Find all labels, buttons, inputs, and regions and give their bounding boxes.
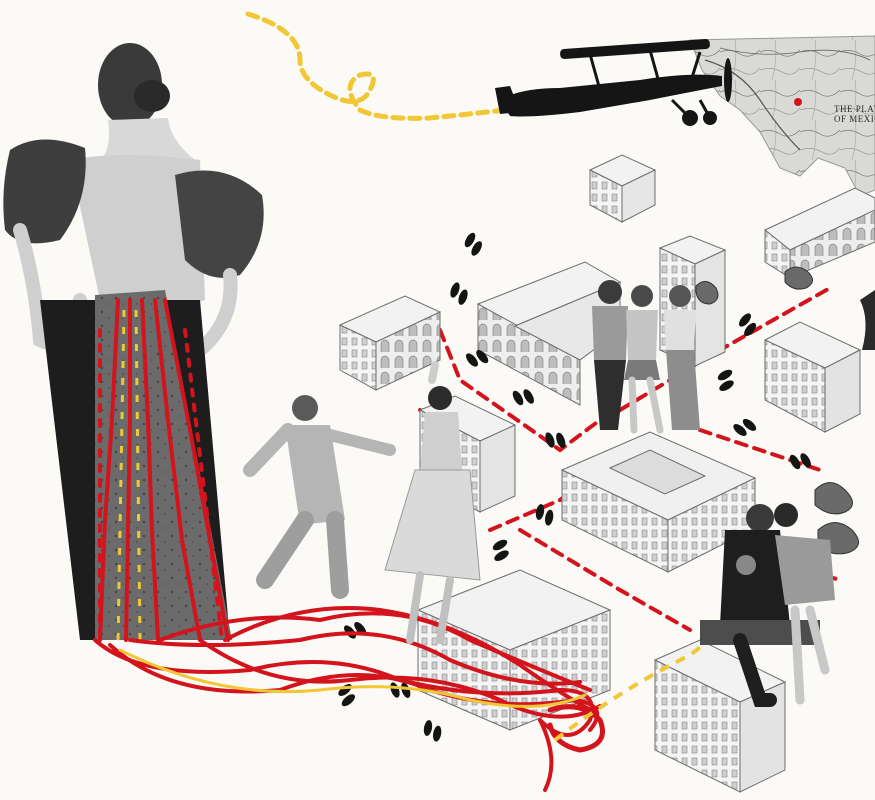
footprint-icon [733, 418, 757, 436]
lipstick-kiss-marks [695, 266, 859, 555]
footprint-icon [492, 539, 509, 561]
building-central-courtyard [560, 431, 757, 573]
woman-left [592, 280, 628, 430]
building-right-courtyard [763, 321, 862, 433]
footprint-icon [717, 369, 734, 391]
footprint-icon [535, 504, 554, 526]
kissing-couple [700, 503, 835, 707]
woman-back-view-gown [3, 43, 264, 640]
footprint-icon [512, 389, 534, 406]
yellow-yarn-loop [245, 11, 508, 121]
map-label-line1: THE PLAY [834, 104, 875, 114]
gown-yellow-yarn [116, 309, 142, 641]
biplane-icon [495, 39, 732, 126]
red-yarn-bundle [93, 606, 605, 792]
lips-icon [814, 482, 853, 515]
footprint-icon [464, 232, 482, 256]
woman-middle [624, 285, 664, 434]
building-left-arcade [338, 295, 442, 391]
footprint-icon [739, 313, 757, 337]
map-fragment [689, 35, 875, 197]
gown-yarn-lacing [98, 298, 230, 642]
partial-figure-edge [860, 290, 875, 350]
lips-icon [695, 281, 719, 305]
woman-right [664, 285, 700, 430]
map-label-line2: OF MEXICO [834, 114, 875, 124]
building-tower [658, 235, 727, 367]
building-lower-right [653, 639, 787, 793]
yellow-dashed-trail [553, 638, 712, 742]
map-label: THE PLAY OF MEXICO [834, 104, 875, 124]
footprint-icon [466, 349, 489, 367]
dancing-couple [243, 361, 481, 644]
three-women-standing [592, 280, 700, 434]
footprint-icon [789, 453, 811, 470]
footprint-icon [423, 720, 442, 742]
footprint-icon [545, 432, 566, 448]
building-small-house [588, 154, 657, 223]
footprint-icon [344, 621, 367, 639]
lips-icon [784, 266, 813, 290]
map-marker-icon [794, 98, 802, 106]
building-right-arcade [764, 187, 875, 279]
footprint-icon [450, 282, 468, 305]
